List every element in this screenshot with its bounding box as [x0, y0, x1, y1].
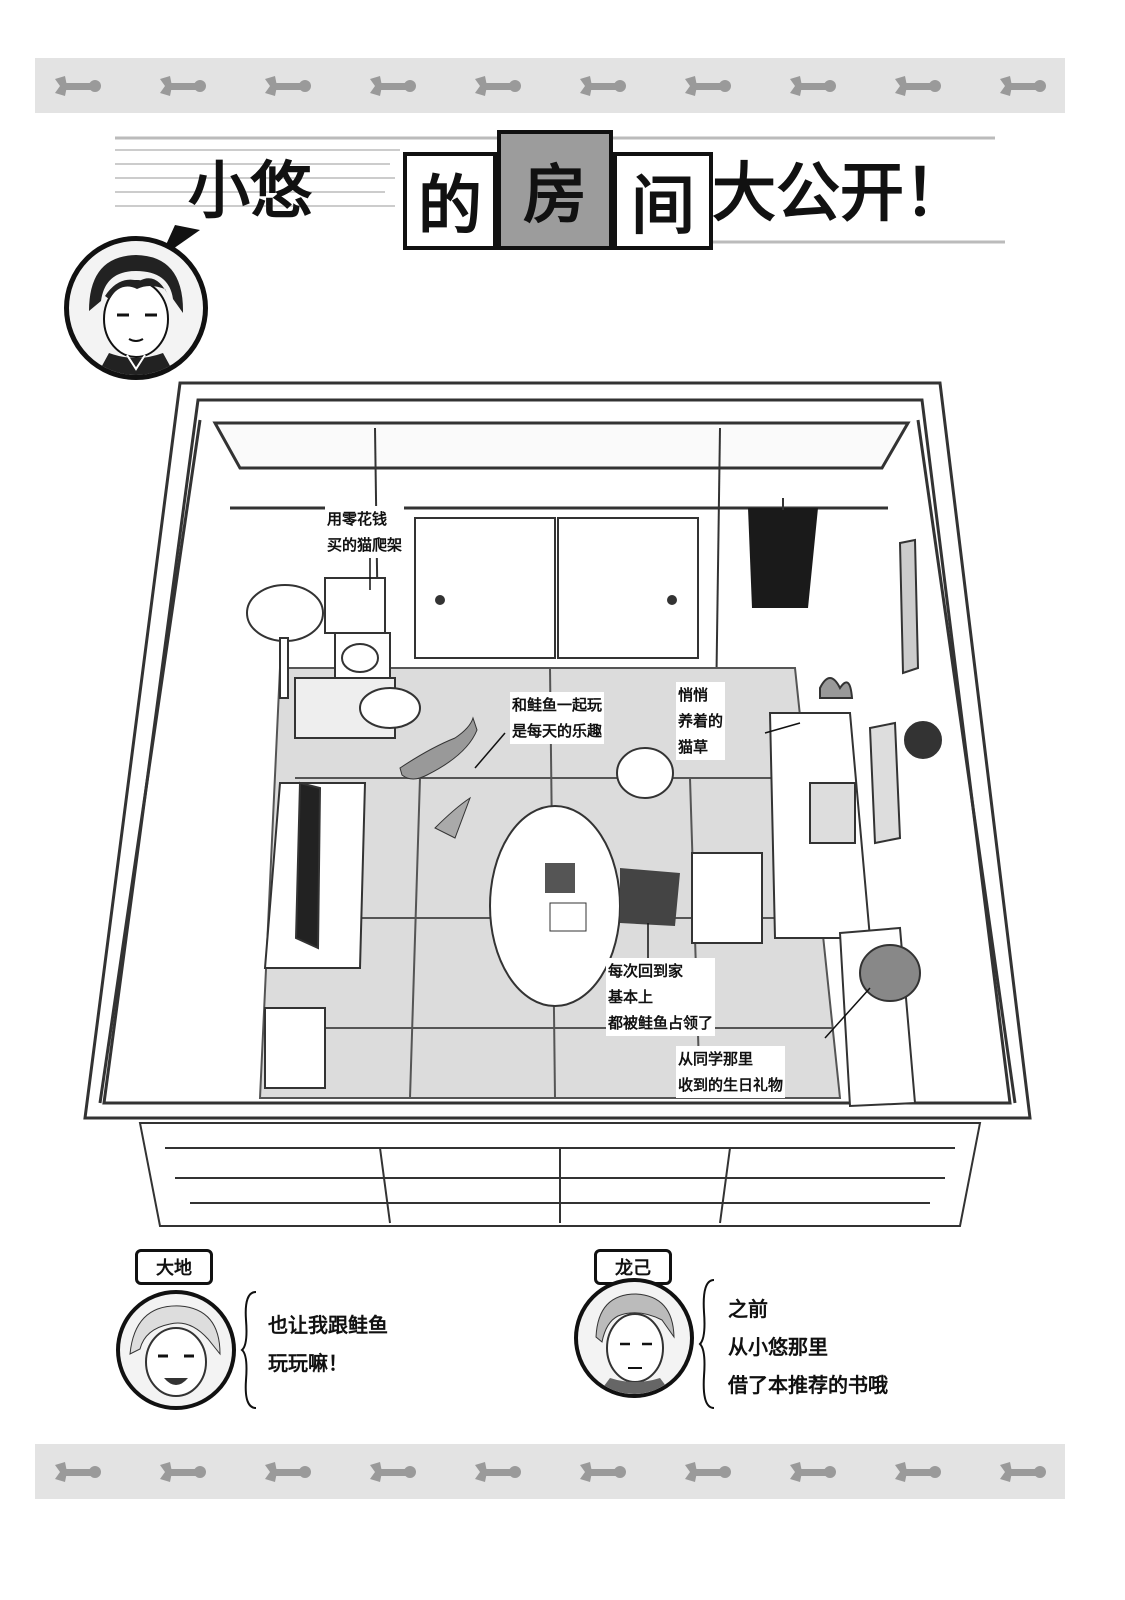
annotation-play: 和鲑鱼一起玩是每天的乐趣: [510, 692, 605, 744]
annotation-cushion: 每次回到家基本上都被鲑鱼占领了: [606, 958, 716, 1036]
title-tail: 大公开！: [712, 157, 968, 231]
annotation-cat-grass: 悄悄养着的猫草: [676, 682, 726, 760]
title-char-de: 的: [403, 152, 497, 250]
quote-daichi: 也让我跟鲑鱼玩玩嘛！: [268, 1313, 388, 1375]
quote-ryuki: 之前从小悠那里借了本推荐的书哦: [728, 1297, 888, 1397]
top-wrench-border: [35, 58, 1065, 113]
room-illustration: [80, 378, 1040, 1238]
brace-ryuki: [698, 1279, 715, 1409]
title-char-fang: 房: [497, 130, 613, 250]
room-drawing: [83, 381, 1032, 1227]
avatar-xiaoyou: [64, 236, 208, 380]
title-char-jian: 间: [613, 152, 713, 250]
character-name-daichi: 大地: [135, 1249, 213, 1285]
brace-daichi: [240, 1291, 257, 1409]
bottom-wrench-border: [35, 1444, 1065, 1499]
wrench-icon-row: [55, 76, 1046, 96]
annotation-gift: 从同学那里收到的生日礼物: [676, 1046, 786, 1098]
avatar-ryuki: [574, 1278, 694, 1398]
avatar-daichi: [116, 1290, 236, 1410]
annotation-cat-tower: 用零花钱买的猫爬架: [325, 506, 405, 558]
title-name: 小悠: [188, 154, 313, 227]
wrench-icon-row: [55, 1462, 1046, 1482]
